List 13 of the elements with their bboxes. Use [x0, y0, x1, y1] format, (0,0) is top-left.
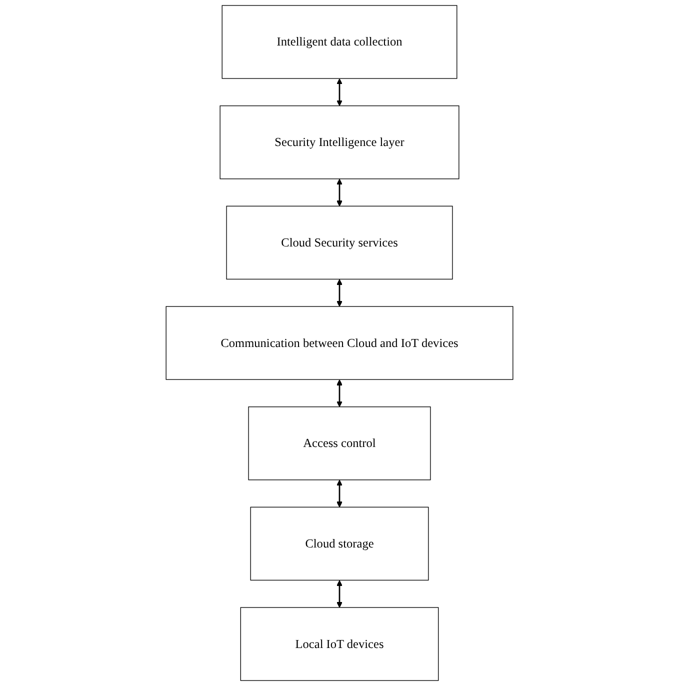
node-box: Communication between Cloud and IoT devices [166, 306, 514, 380]
arrow [336, 279, 342, 307]
node-box: Cloud Security services [226, 206, 453, 280]
node-box: Cloud storage [250, 506, 429, 581]
arrow [336, 380, 342, 408]
node-box: Access control [248, 406, 431, 480]
node-box: Security Intelligence layer [220, 105, 460, 180]
arrow [336, 178, 342, 206]
arrow [336, 580, 342, 608]
arrow [336, 78, 342, 106]
arrow [336, 480, 342, 508]
node-box: Local IoT devices [240, 607, 439, 681]
node-box: Intelligent data collection [222, 5, 458, 79]
